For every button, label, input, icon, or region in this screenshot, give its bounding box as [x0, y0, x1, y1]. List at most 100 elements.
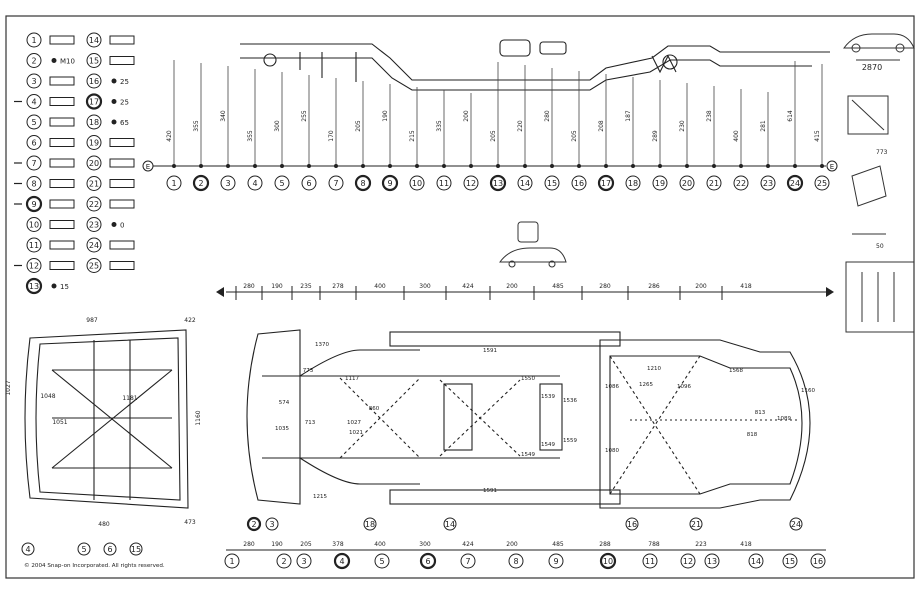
plan-label-813: 813 — [755, 410, 766, 416]
height-value-13: 205 — [490, 130, 497, 142]
legend-point-22: 22 — [86, 196, 102, 212]
plan-label-1086: 1086 — [605, 384, 619, 390]
point-label: 25 — [817, 179, 827, 188]
side-point-23: 23 — [760, 175, 776, 191]
plan-point-14: 14 — [748, 553, 764, 569]
legend-point-10: 10 — [26, 217, 42, 232]
plan-label-1539: 1539 — [541, 394, 555, 400]
bottom-dim-205: 205 — [300, 541, 312, 548]
plan-label-1568: 1568 — [729, 368, 743, 374]
point-label: 16 — [89, 77, 99, 86]
side-point-18: 18 — [625, 175, 641, 191]
height-value-11: 335 — [436, 120, 443, 132]
top-dim-300: 300 — [419, 283, 431, 290]
underbody-plan-frame — [246, 329, 811, 509]
plan-callout-2: 2 — [246, 516, 262, 532]
top-dim-200: 200 — [695, 283, 707, 290]
side-point-10: 10 — [409, 175, 425, 191]
baseline-node — [766, 164, 770, 168]
plan-label-1021: 1021 — [349, 430, 363, 436]
point-label: 7 — [333, 179, 338, 188]
legend-value: 25 — [120, 99, 129, 107]
legend-value: M10 — [60, 58, 75, 66]
side-point-2: 2 — [192, 174, 210, 192]
point-label: 1 — [229, 557, 234, 566]
legend-point-12: 12 — [26, 258, 42, 273]
front-dim-1181: 1181 — [122, 395, 137, 402]
plan-label-574: 574 — [279, 400, 290, 406]
point-label: 4 — [252, 179, 257, 188]
point-label: 1 — [31, 36, 36, 45]
top-dim-190: 190 — [271, 283, 283, 290]
plan-label-860: 860 — [369, 406, 380, 412]
front-view-frame — [24, 329, 189, 509]
point-label: 19 — [89, 139, 99, 148]
legend-point-20: 20 — [86, 155, 102, 171]
plan-label-1536: 1536 — [563, 398, 577, 404]
baseline-node — [712, 164, 716, 168]
bottom-dim-190: 190 — [271, 541, 283, 548]
point-label: 22 — [89, 200, 99, 209]
legend-value: 25 — [120, 78, 129, 86]
plan-callout-3: 3 — [265, 517, 279, 531]
plan-label-1096: 1096 — [677, 384, 691, 390]
bolt-icon — [109, 158, 135, 168]
point-label: 16 — [813, 557, 823, 566]
right-reference-label: E — [830, 163, 834, 171]
point-label: 14 — [89, 36, 99, 45]
point-label: 12 — [466, 179, 476, 188]
side-point-3: 3 — [220, 175, 236, 191]
top-dim-235: 235 — [300, 283, 312, 290]
plan-label-1549: 1549 — [541, 442, 555, 448]
bolt-icon — [109, 138, 135, 147]
legend-point-1: 1 — [26, 32, 42, 48]
bolt-icon — [49, 179, 75, 188]
point-label: 6 — [425, 557, 430, 566]
height-value-6: 255 — [301, 110, 308, 122]
point-label: 24 — [790, 179, 800, 188]
point-label: 1 — [171, 179, 176, 188]
baseline-node — [820, 164, 824, 168]
legend-point-2: 2 — [26, 53, 42, 68]
baseline-node — [793, 164, 797, 168]
point-label: 17 — [601, 179, 611, 188]
baseline-node — [550, 164, 554, 168]
arrow-icon — [216, 287, 224, 297]
point-label: 15 — [89, 57, 99, 66]
top-dim-200: 200 — [506, 283, 518, 290]
point-label: 24 — [791, 520, 801, 529]
point-label: 15 — [131, 545, 141, 554]
plan-label-773: 773 — [303, 368, 314, 374]
side-point-25: 25 — [814, 175, 830, 191]
bottom-dim-288: 288 — [599, 541, 611, 548]
plan-label-1027: 1027 — [347, 420, 361, 426]
baseline-node — [739, 164, 743, 168]
point-label: 16 — [574, 179, 584, 188]
plan-point-6: 6 — [419, 552, 437, 570]
legend-point-4: 4 — [26, 94, 42, 109]
height-value-19: 289 — [652, 130, 659, 142]
plan-point-11: 11 — [642, 553, 658, 569]
point-label: 3 — [301, 557, 306, 566]
plan-callout-18: 18 — [363, 517, 377, 531]
point-label: 10 — [412, 179, 422, 188]
height-value-9: 190 — [382, 110, 389, 122]
front-point-5: 5 — [77, 542, 91, 556]
bottom-dim-400: 400 — [374, 541, 386, 548]
plan-label-1370: 1370 — [315, 342, 329, 348]
legend-point-15: 15 — [86, 53, 102, 68]
right-reference — [826, 160, 838, 172]
point-label: 5 — [279, 179, 284, 188]
point-label: 2 — [281, 557, 286, 566]
height-value-21: 238 — [706, 110, 713, 122]
point-label: 8 — [360, 179, 365, 188]
legend-point-19: 19 — [86, 135, 102, 150]
legend-point-16: 16 — [86, 73, 102, 89]
plan-label-1559: 1559 — [563, 438, 577, 444]
bottom-ref-value: 50 — [876, 243, 884, 250]
side-point-13: 13 — [489, 174, 507, 192]
bottom-dim-300: 300 — [419, 541, 431, 548]
